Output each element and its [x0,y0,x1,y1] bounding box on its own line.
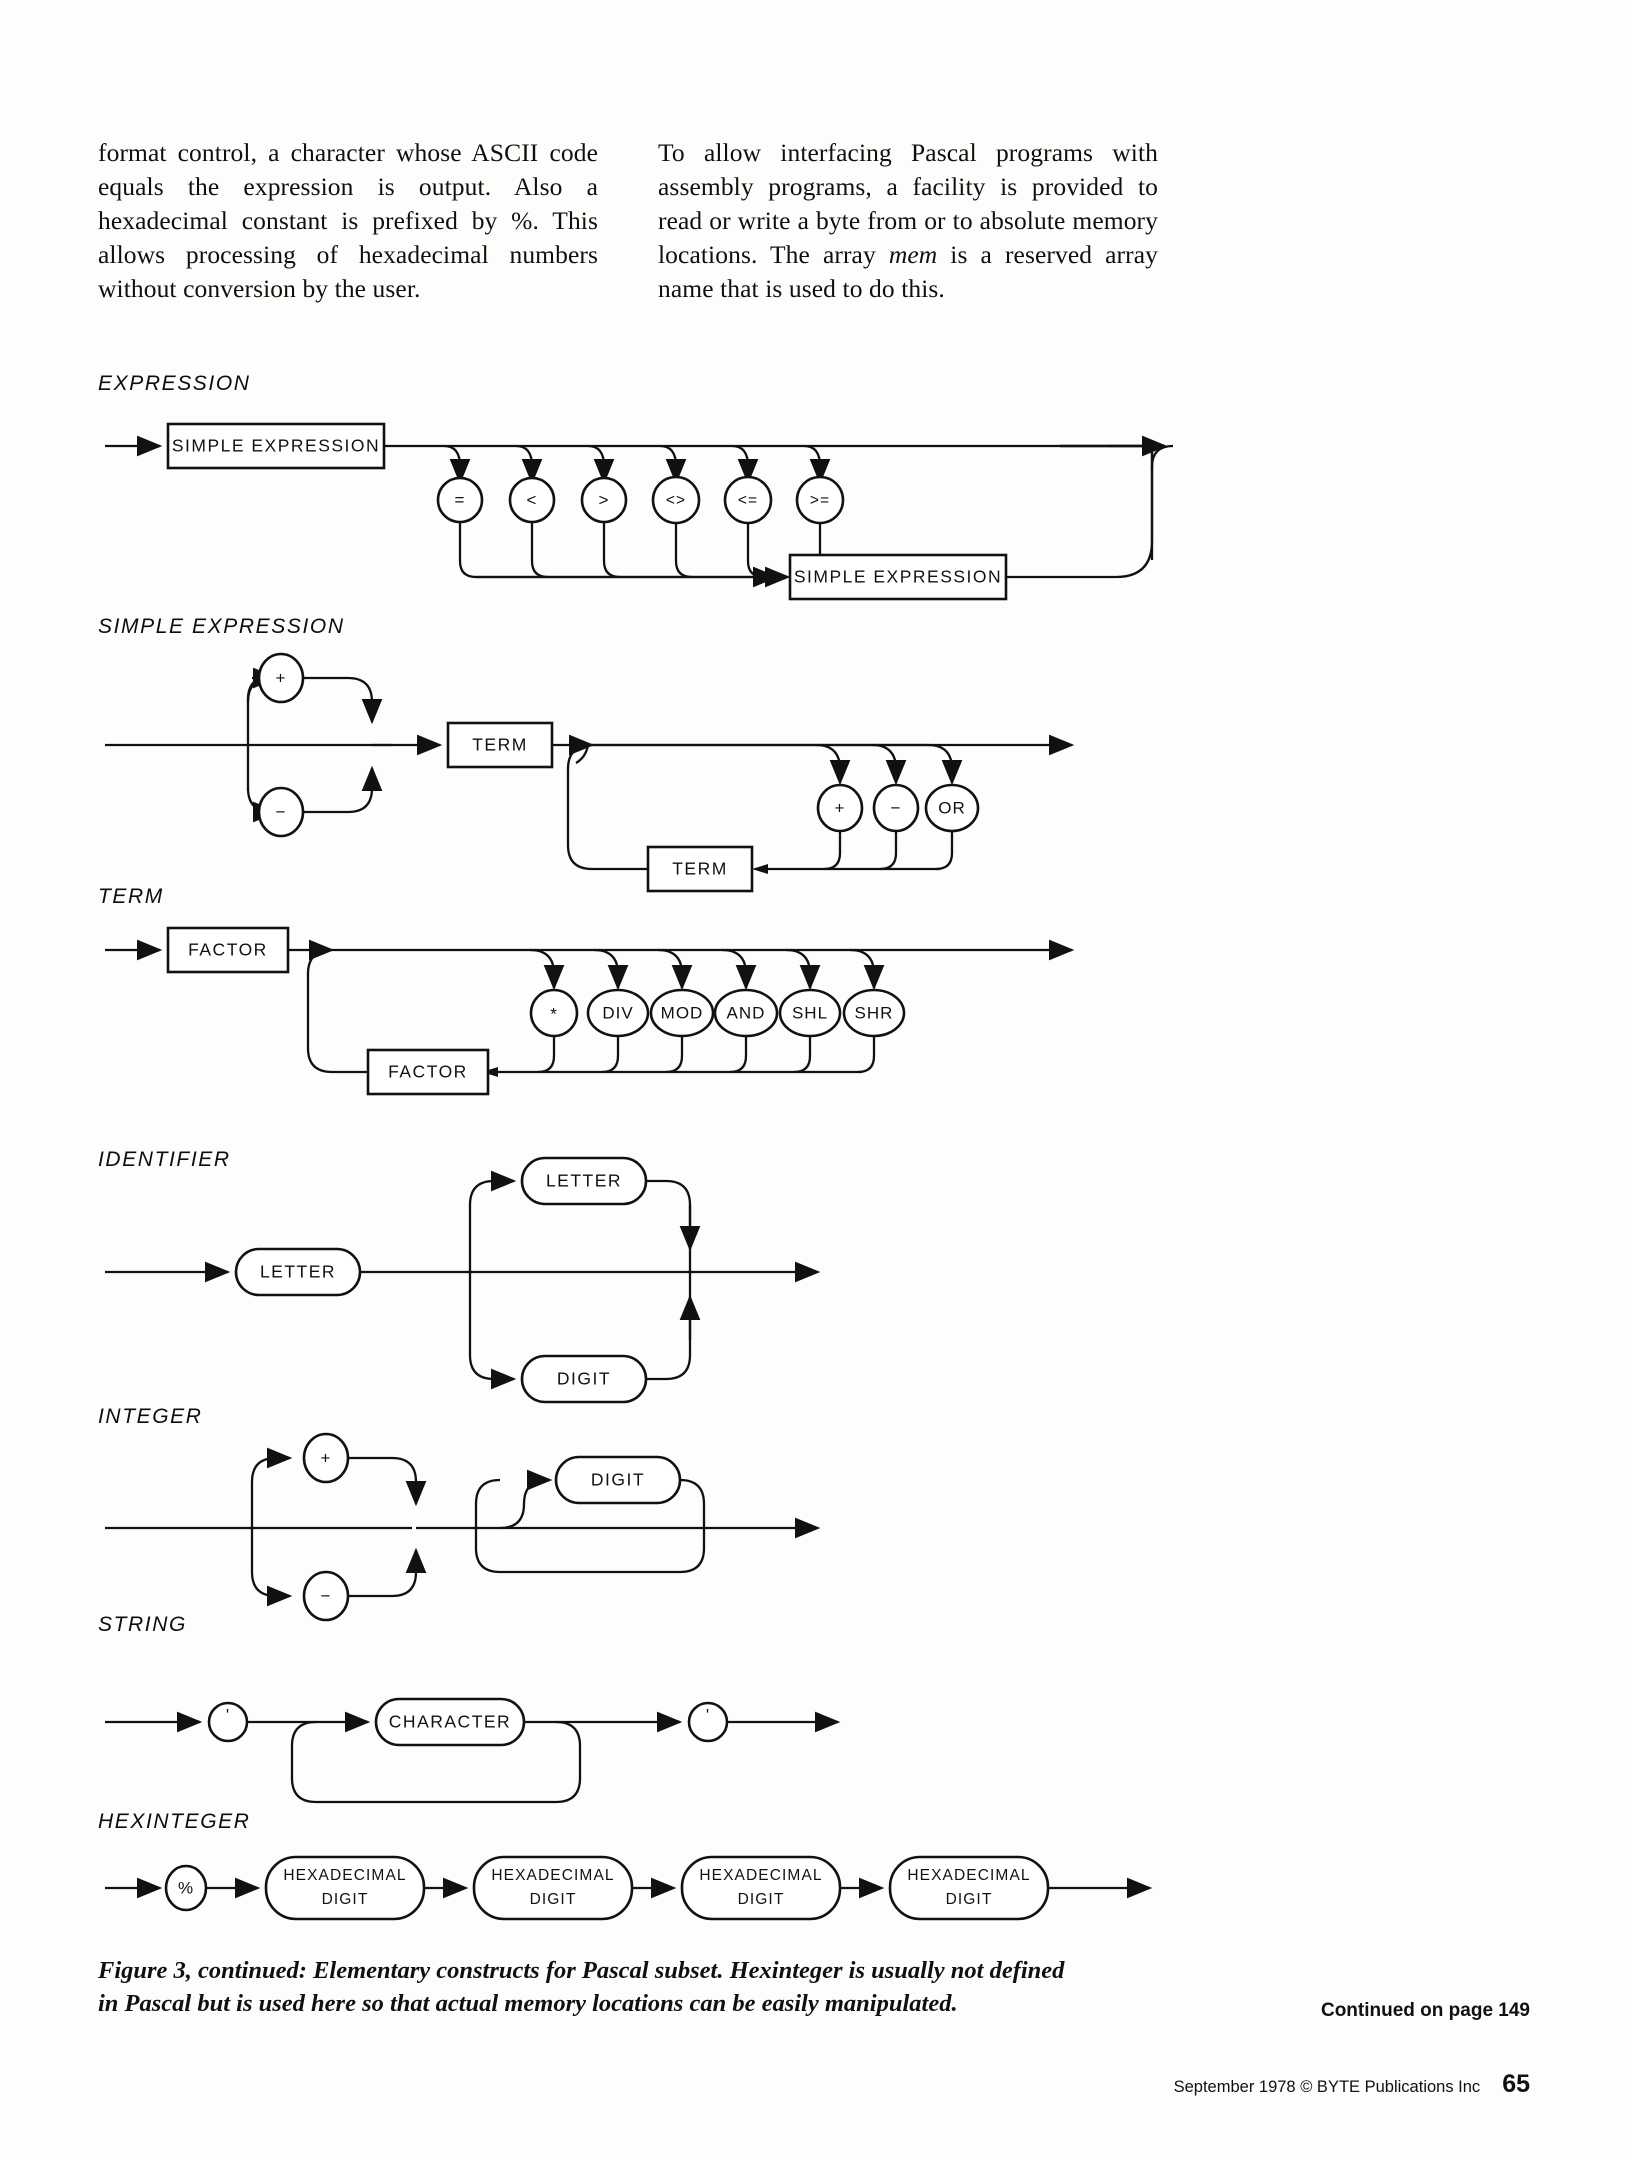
diagram-string: ' CHARACTER ' [105,1697,841,1804]
mem-keyword: mem [888,240,938,269]
diagram-label-expression: EXPRESSION [98,372,251,395]
article-left-column: format control, a character whose ASCII … [98,136,598,306]
simple-expression-box-term-1-label: TERM [472,735,528,755]
simple-expression-sign-plus-label: + [276,668,287,687]
term-operator-shl-label: SHL [792,1003,828,1022]
string-quote-close-label: ' [706,1705,710,1724]
diagram-label-term: TERM [98,885,164,908]
hexinteger-box-digit-3-line2: DIGIT [738,1891,785,1908]
term-operator-mod-label: MOD [661,1003,704,1022]
article-body: format control, a character whose ASCII … [98,136,1183,306]
simple-expression-box-term-2-label: TERM [672,859,728,879]
expression-operator-lt-label: < [527,490,538,509]
expression-operator-le-label: <= [738,492,758,509]
term-box-factor-1 [166,926,290,974]
expression-operator-eq [436,476,484,524]
hexinteger-box-digit-1-line1: HEXADECIMAL [283,1867,406,1884]
hexinteger-box-digit-1-line2: DIGIT [322,1891,369,1908]
hexinteger-percent-label: % [178,1878,194,1897]
diagram-term: FACTOR * DIV MOD AND SHL [105,926,1075,1096]
footer-imprint: September 1978 © BYTE Publications Inc [1173,2078,1481,2096]
identifier-box-digit-loop-label: DIGIT [557,1369,611,1389]
hexinteger-box-digit-2-line2: DIGIT [530,1891,577,1908]
expression-operator-eq-label: = [455,490,466,509]
integer-sign-minus-label: − [321,1586,332,1605]
simple-expression-box-term-2 [646,845,754,893]
hexinteger-box-digit-4-line1: HEXADECIMAL [907,1867,1030,1884]
term-box-factor-1-label: FACTOR [188,940,268,960]
right-column-text-part2: is a reserved array name that is used to… [658,240,1159,303]
continued-on-page: Continued on page 149 [1320,2000,1530,2021]
figure-caption-line2: in Pascal but is used here so that actua… [98,1990,958,2017]
expression-operator-group: = < > <> <= >= [436,475,845,525]
identifier-box-letter-first-label: LETTER [260,1262,336,1282]
expression-operator-ge-label: >= [810,492,830,509]
term-operator-div-label: DIV [602,1003,633,1022]
diagram-label-integer: INTEGER [98,1405,203,1428]
diagram-integer: + − DIGIT [105,1432,821,1622]
expression-box-simple-expression-2 [788,553,1008,601]
figure-caption-line1: Figure 3, continued: Elementary construc… [98,1957,1065,1984]
expression-box-simple-expression-1-label: SIMPLE EXPRESSION [172,436,380,456]
footer-page-number: 65 [1502,2070,1530,2098]
diagram-label-hexinteger: HEXINTEGER [98,1810,251,1833]
left-column-text: format control, a character whose ASCII … [98,138,598,303]
simple-expression-operator-or-label: OR [938,798,966,817]
diagram-expression: SIMPLE EXPRESSION = < [105,422,1174,601]
diagram-hexinteger: % HEXADECIMAL DIGIT HEXADECIMAL DIGIT HE… [105,1855,1153,1921]
term-operator-shr-label: SHR [855,1003,894,1022]
diagram-label-identifier: IDENTIFIER [98,1148,231,1171]
simple-expression-sign-minus-label: − [276,802,287,821]
article-right-column: To allow interfacing Pascal programs wit… [658,136,1158,306]
hexinteger-box-digit-3-line1: HEXADECIMAL [699,1867,822,1884]
diagram-identifier: LETTER LETTER DIGIT [105,1156,821,1404]
diagram-label-string: STRING [98,1613,187,1636]
integer-sign-plus-label: + [321,1448,332,1467]
expression-operator-lt [508,476,556,524]
term-operator-mul-label: * [550,1004,558,1023]
term-operator-and-label: AND [727,1003,766,1022]
diagram-simple-expression: + − TERM + − OR [105,652,1075,893]
simple-expression-box-term-1 [446,721,554,769]
right-column-text-part1: To allow interfacing Pascal programs wit… [658,138,1158,269]
expression-operator-ne-label: <> [666,492,686,509]
page-footer: September 1978 © BYTE Publications Inc 6… [1174,2070,1530,2099]
expression-operator-gt-label: > [599,490,610,509]
expression-operator-gt [580,476,628,524]
diagram-label-simple-expression: SIMPLE EXPRESSION [98,615,345,638]
hexinteger-box-digit-4-line2: DIGIT [946,1891,993,1908]
right-column-text: To allow interfacing Pascal programs wit… [658,136,1158,306]
simple-expression-operator-minus-label: − [891,798,902,817]
simple-expression-operator-plus-label: + [835,798,846,817]
figure-caption: Figure 3, continued: Elementary construc… [98,1954,1188,2020]
string-box-character-label: CHARACTER [389,1712,511,1732]
hexinteger-box-digit-2-line1: HEXADECIMAL [491,1867,614,1884]
identifier-box-letter-loop-label: LETTER [546,1171,622,1191]
term-box-factor-2-label: FACTOR [388,1062,468,1082]
integer-box-digit-label: DIGIT [591,1470,645,1490]
string-quote-open-label: ' [226,1705,230,1724]
expression-box-simple-expression-2-label: SIMPLE EXPRESSION [794,567,1002,587]
